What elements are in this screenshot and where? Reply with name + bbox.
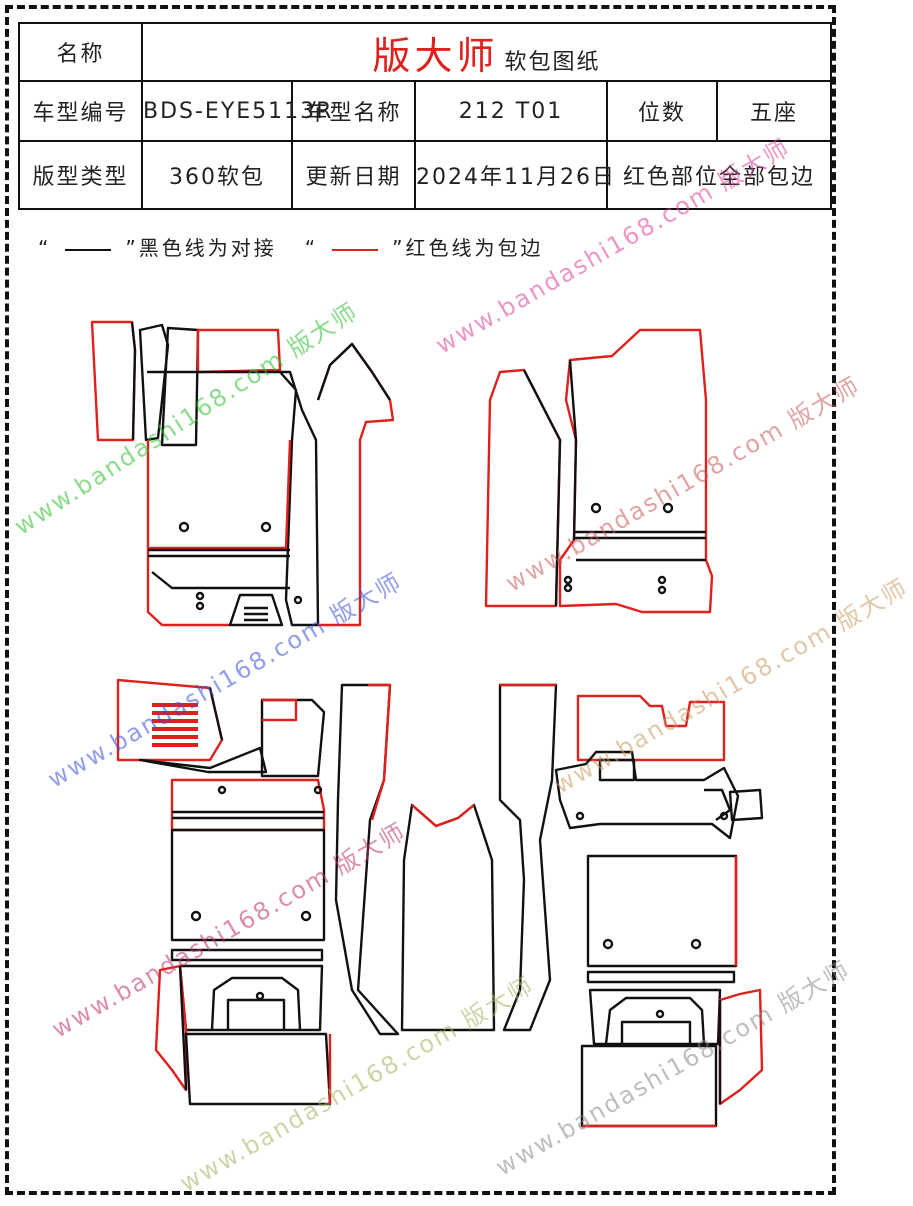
red-line-sample <box>332 248 379 251</box>
legend-black-text: ”黑色线为对接 <box>125 236 277 260</box>
front-right-mat <box>484 328 714 614</box>
seats: 五座 <box>715 80 833 142</box>
title-cell: 版大师软包图纸 <box>140 22 833 82</box>
update-date: 2024年11月26日 <box>414 140 614 210</box>
brand-logo: 版大师 <box>372 33 499 78</box>
model-name: 212 T01 <box>414 80 608 142</box>
doc-title: 软包图纸 <box>504 49 601 75</box>
edge-note: 红色部位全部包边 <box>605 140 833 210</box>
legend-red-open: “ <box>304 236 319 260</box>
front-left-mat <box>90 320 395 627</box>
label-name: 名称 <box>18 22 143 82</box>
label-pattern-type: 版型类型 <box>18 140 143 210</box>
black-line-sample <box>65 248 112 251</box>
label-model-name: 车型名称 <box>291 80 416 142</box>
line-legend: “ ”黑色线为对接 “ ”红色线为包边 <box>38 232 544 261</box>
spec-table: 名称 版大师软包图纸 车型编号 BDS-EYE5113R 车型名称 212 T0… <box>18 22 833 210</box>
rear-right-mat <box>498 683 764 1128</box>
label-model-code: 车型编号 <box>18 80 143 142</box>
rear-left-mat <box>116 678 400 1106</box>
label-update-date: 更新日期 <box>291 140 416 210</box>
tunnel-mat <box>400 803 496 1032</box>
page-border <box>5 5 836 1195</box>
pattern-type: 360软包 <box>141 140 293 210</box>
label-seats: 位数 <box>606 80 718 142</box>
legend-red-text: ”红色线为包边 <box>392 236 544 260</box>
mat-pattern-drawing <box>90 320 764 1128</box>
legend-black-open: “ <box>38 236 52 260</box>
